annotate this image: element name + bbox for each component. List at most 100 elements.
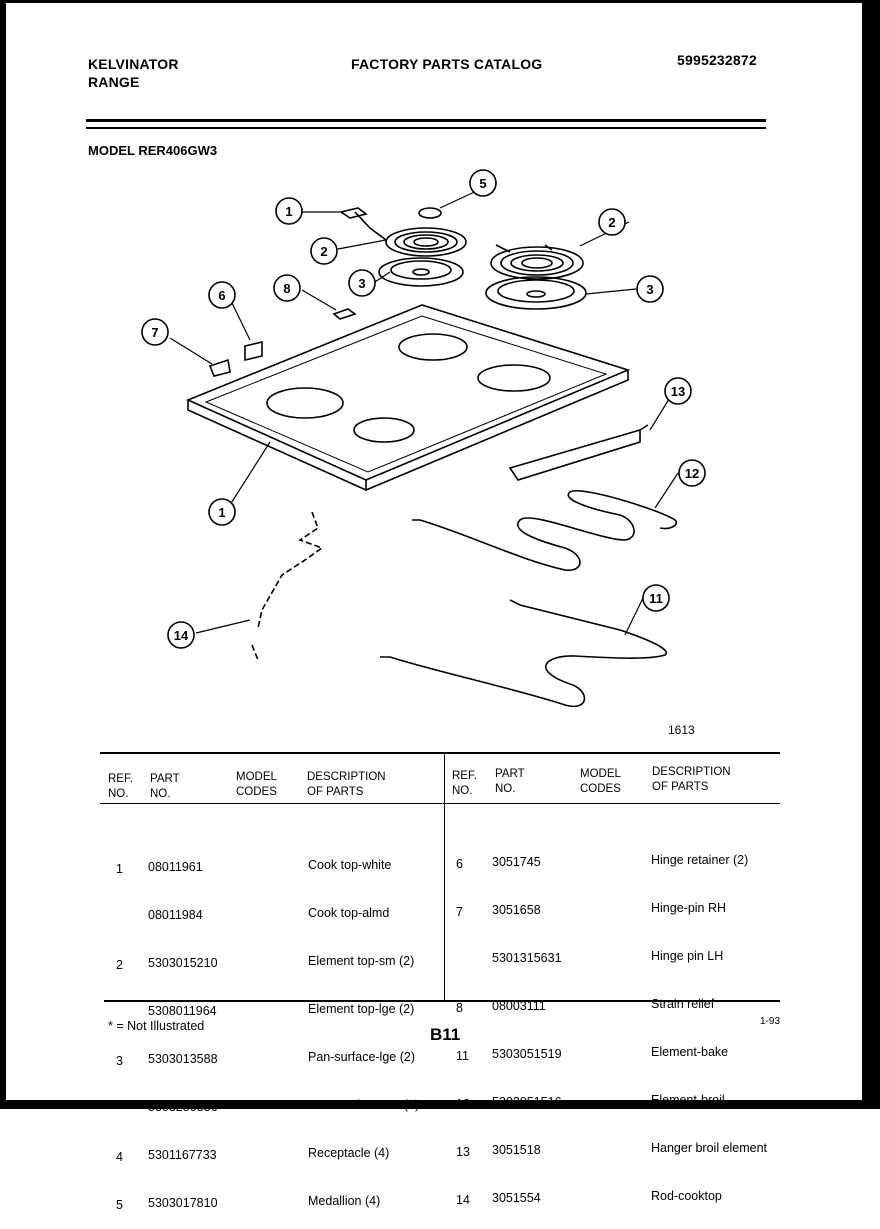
part-description: Hinge-pin RH [651,901,727,915]
part-description: Hinge retainer (2) [651,853,749,867]
part-number: 5303013588 [148,1052,218,1066]
callout-6: 6 [208,281,236,309]
table-row: 2 [116,958,123,972]
part-number: 5303051516 [492,1095,562,1109]
table-row: 4 [116,1150,123,1164]
part-description: Element-bake [651,1045,729,1059]
part-number: 5303051519 [492,1047,562,1061]
strain-relief [332,308,357,320]
part-number: 5301167733 [148,1148,217,1162]
product-type: RANGE [88,74,140,90]
medallion [418,207,442,219]
header-model-right: MODEL CODES [580,768,621,795]
table-row [116,909,123,925]
model-label: MODEL [88,143,135,158]
header-desc-left: DESCRIPTION OF PARTS [307,771,386,798]
part-description: Rod-cooktop [651,1189,722,1203]
right-desc-column: Hinge retainer (2) Hinge-pin RH Hinge pi… [651,820,767,1220]
page-border-top [0,0,880,3]
right-part-column: 3051745 3051658 5301315631 08003111 5303… [492,822,562,1222]
table-column-divider [444,752,445,1000]
table-row: 8 [456,1001,463,1015]
header-ref-left: REF. NO. [108,773,133,800]
table-row [116,1101,123,1117]
svg-text:7: 7 [151,325,158,340]
part-number: 3051745 [492,855,541,869]
part-number: 3051658 [492,903,541,917]
part-number: 08003111 [492,999,546,1013]
svg-text:2: 2 [320,244,327,259]
svg-text:3: 3 [358,276,365,291]
svg-text:2: 2 [608,215,615,230]
part-number: 5303015210 [148,956,218,970]
not-illustrated-note: * = Not Illustrated [108,1019,205,1033]
part-description: Pan--surface-sm (2) [308,1098,420,1112]
svg-text:1: 1 [285,204,292,219]
catalog-title: FACTORY PARTS CATALOG [351,56,543,72]
part-description: Medallion (4) [308,1194,381,1208]
part-description: Receptacle (4) [308,1146,390,1160]
part-description: Element top-lge (2) [308,1002,415,1016]
right-ref-column: 6 7 8 11 12 13 14 [456,824,470,1224]
callouts: 1 5 2 3 2 3 8 6 7 1 13 12 11 14 [141,169,706,649]
table-top-rule [100,752,780,754]
callout-2a: 2 [310,237,338,265]
header-part-left: PART NO. [150,773,180,800]
part-number: 3051554 [492,1191,541,1205]
broil-hanger [508,428,641,481]
broil-element [412,490,678,571]
part-number: 08011984 [148,908,203,922]
table-bottom-rule [104,1000,780,1002]
callout-2b: 2 [598,208,626,236]
drip-pan-small [378,257,464,287]
part-description: Element top-sm (2) [308,954,415,968]
callout-11: 11 [642,584,670,612]
table-row [456,952,470,968]
svg-text:12: 12 [685,466,699,481]
cooktop-panel [185,304,631,492]
table-row: 13 [456,1145,470,1159]
brand-name: KELVINATOR [88,56,179,72]
part-number: 5303280336 [148,1100,218,1114]
callout-12: 12 [678,459,706,487]
callout-13: 13 [664,377,692,405]
surface-element-small [354,211,467,257]
part-number: 5308011964 [148,1004,217,1018]
figure-code: 1613 [668,723,695,737]
part-description: Pan-surface-lge (2) [308,1050,415,1064]
table-row: 11 [456,1049,469,1063]
table-header-rule [100,803,780,804]
hinge-retainer [244,340,263,362]
receptacle [339,207,368,219]
callout-7: 7 [141,318,169,346]
part-description: Cook top-almd [308,906,390,920]
header-ref-right: REF. NO. [452,770,477,797]
table-row: 7 [456,905,463,919]
callout-14: 14 [167,621,195,649]
cooktop-rod [251,511,324,661]
part-number: 5301315631 [492,951,562,965]
bake-element [380,599,668,708]
callout-3a: 3 [348,269,376,297]
table-row: 1 [116,862,123,876]
header-rule-thin [86,127,766,129]
header-desc-right: DESCRIPTION OF PARTS [652,766,731,793]
surface-element-large [490,244,584,280]
svg-text:3: 3 [646,282,653,297]
svg-text:11: 11 [649,591,663,606]
table-row: 5 [116,1198,123,1212]
part-number: 5303017810 [148,1196,218,1210]
callout-4: 1 [275,197,303,225]
table-row: 14 [456,1193,470,1207]
part-description: Hinge pin LH [651,949,724,963]
exploded-parts-diagram: 1 5 2 3 2 3 8 6 7 1 13 12 11 14 [141,169,706,708]
revision-date: 1-93 [760,1016,781,1027]
header-part-right: PART NO. [495,768,525,795]
page-border-right [862,0,880,1109]
model-line: MODEL RER406GW3 [88,143,217,158]
callout-1: 1 [208,498,236,526]
page-border-left [0,0,6,1109]
left-desc-column: Cook top-white Cook top-almd Element top… [308,825,419,1225]
callout-3b: 3 [636,275,664,303]
svg-text:8: 8 [283,281,290,296]
